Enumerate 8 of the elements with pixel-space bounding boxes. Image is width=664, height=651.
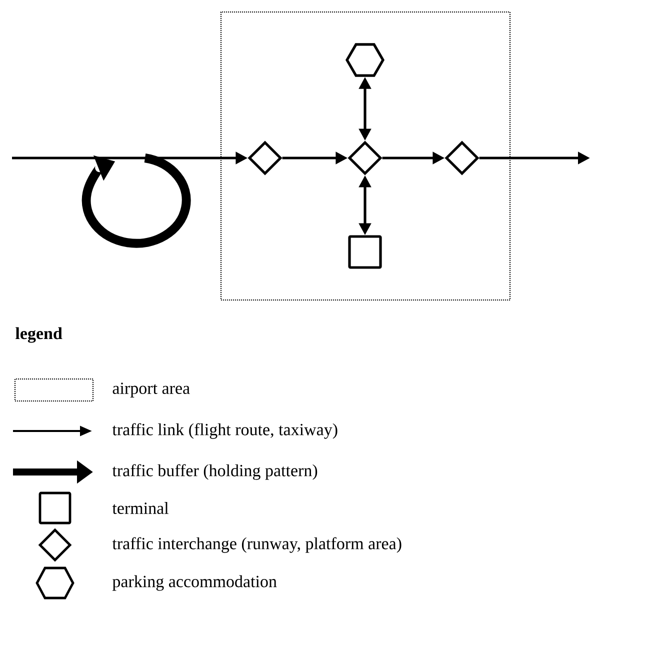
parking-hexagon xyxy=(346,43,384,77)
legend-entry: terminal xyxy=(38,492,168,524)
legend-entry: traffic link (flight route, taxiway) xyxy=(13,423,338,439)
legend-entry: airport area xyxy=(14,378,190,402)
terminal-square xyxy=(348,235,382,269)
legend-heading: legend xyxy=(16,327,62,343)
airport-area-box xyxy=(220,12,510,300)
legend-entry: parking accommodation xyxy=(36,566,277,600)
